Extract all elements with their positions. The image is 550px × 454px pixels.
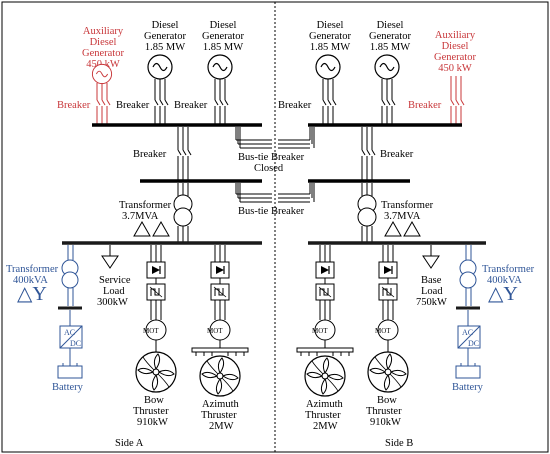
aux-gen-a-line3: Generator [82, 48, 124, 59]
aux-gen-b-line3: Generator [434, 52, 476, 63]
side-a: Auxiliary Diesel Generator 450 kW Breake… [6, 20, 262, 449]
bow-thruster-a-rating: 910kW [137, 417, 168, 428]
dg-b1-line2: Generator [309, 31, 351, 42]
diesel-gen-a2: Diesel Generator 1.85 MW [202, 20, 244, 124]
bus-tie-upper-status: Closed [254, 163, 284, 174]
bow-thruster-a-line1: Bow [144, 395, 164, 406]
bow-thruster-b: MOT Bow Thruster 910kW [366, 245, 409, 428]
dg-b2-line1: Diesel [377, 20, 404, 31]
motor-a1-label: MOT [143, 327, 159, 335]
dg-b1-rating: 1.85 MW [310, 42, 350, 53]
diesel-gen-b1: Diesel Generator 1.85 MW [309, 20, 351, 124]
dg-b1-line1: Diesel [317, 20, 344, 31]
transformer-main-b-rating: 3.7MVA [384, 211, 421, 222]
aux-gen-a-breaker-label: Breaker [57, 100, 91, 111]
delta-symbols-a [133, 220, 170, 237]
dg-a2-line2: Generator [202, 31, 244, 42]
dg-b-breaker-label: Breaker [278, 100, 312, 111]
aux-transformer-a: Transformer 400kVA △Y AC DC Battery [6, 245, 84, 393]
bow-thruster-b-line1: Bow [377, 395, 397, 406]
side-b: Diesel Generator 1.85 MW Diesel Generato… [278, 20, 535, 449]
aux-transformer-a-symbol: △Y [17, 283, 47, 305]
motor-a2-label: MOT [207, 327, 223, 335]
aux-transformer-a-rating: 400kVA [13, 275, 48, 286]
acdc-b-dc: DC [468, 339, 479, 348]
bus-tie-upper [235, 127, 315, 149]
motor-b2-label: MOT [375, 327, 391, 335]
base-load: Base Load 750kW [416, 245, 447, 308]
dg-a1-rating: 1.85 MW [145, 42, 185, 53]
transformer-main-a-label: Transformer [119, 200, 172, 211]
bus-breaker-b-label: Breaker [380, 149, 414, 160]
bus-breaker-a-label: Breaker [133, 149, 167, 160]
bus-tie-lower [235, 183, 315, 203]
dg-a2-line1: Diesel [210, 20, 237, 31]
dg-a2-breaker-label: Breaker [174, 100, 208, 111]
aux-transformer-b-label: Transformer [482, 264, 535, 275]
aux-generator-b: Auxiliary Diesel Generator 450 kW Breake… [408, 30, 476, 124]
aux-transformer-a-label: Transformer [6, 264, 59, 275]
azimuth-thruster-a-line2: Thruster [201, 410, 237, 421]
service-load-line1: Service [99, 275, 131, 286]
aux-generator-a: Auxiliary Diesel Generator 450 kW Breake… [57, 26, 124, 124]
battery-b-label: Battery [452, 382, 484, 393]
transformer-main-b-label: Transformer [381, 200, 434, 211]
azimuth-thruster-b-line2: Thruster [305, 410, 341, 421]
aux-transformer-b: Transformer 400kVA △Y AC DC Battery [452, 245, 535, 393]
motor-b1-label: MOT [312, 327, 328, 335]
diesel-gen-b2: Diesel Generator 1.85 MW [369, 20, 411, 124]
transformer-main-a-rating: 3.7MVA [122, 211, 159, 222]
azimuth-thruster-b-line1: Azimuth [306, 399, 343, 410]
acdc-b-ac: AC [462, 328, 473, 337]
base-load-line1: Base [421, 275, 442, 286]
base-load-rating: 750kW [416, 297, 447, 308]
bus-tie-upper-label: Bus-tie Breaker [238, 152, 305, 163]
service-load-line2: Load [103, 286, 125, 297]
acdc-a-dc: DC [70, 339, 81, 348]
dg-b2-rating: 1.85 MW [370, 42, 410, 53]
base-load-line2: Load [421, 286, 443, 297]
azimuth-thruster-b: MOT Azimuth Thruster 2MW [296, 245, 354, 432]
service-load-rating: 300kW [97, 297, 128, 308]
bus-tie-lower-label: Bus-tie Breaker [238, 206, 305, 217]
dg-b2-line2: Generator [369, 31, 411, 42]
aux-gen-b-line2: Diesel [442, 41, 469, 52]
aux-transformer-b-rating: 400kVA [487, 275, 522, 286]
azimuth-thruster-a-rating: 2MW [209, 421, 234, 432]
bow-thruster-a: MOT Bow Thruster 910kW [133, 245, 177, 428]
aux-gen-b-rating: 450 kW [438, 63, 472, 74]
bow-thruster-b-line2: Thruster [366, 406, 402, 417]
dg-a1-line1: Diesel [152, 20, 179, 31]
acdc-a-ac: AC [64, 328, 75, 337]
aux-gen-a-line1: Auxiliary [83, 26, 124, 37]
aux-gen-a-line2: Diesel [90, 37, 117, 48]
aux-transformer-b-symbol: △Y [488, 283, 518, 305]
azimuth-thruster-a: MOT Azimuth Thruster 2MW [191, 245, 249, 432]
aux-gen-b-line1: Auxiliary [435, 30, 476, 41]
azimuth-thruster-b-rating: 2MW [313, 421, 338, 432]
dg-a2-rating: 1.85 MW [203, 42, 243, 53]
dg-a1-line2: Generator [144, 31, 186, 42]
dg-a1-breaker-label: Breaker [116, 100, 150, 111]
bow-thruster-a-line2: Thruster [133, 406, 169, 417]
side-a-label: Side A [115, 438, 144, 449]
bow-thruster-b-rating: 910kW [370, 417, 401, 428]
delta-symbols-b [384, 220, 421, 237]
aux-gen-b-breaker-label: Breaker [408, 100, 442, 111]
battery-a-label: Battery [52, 382, 84, 393]
diesel-gen-a1: Diesel Generator 1.85 MW [144, 20, 186, 124]
azimuth-thruster-a-line1: Azimuth [202, 399, 239, 410]
service-load: Service Load 300kW [97, 245, 131, 308]
side-b-label: Side B [385, 438, 413, 449]
